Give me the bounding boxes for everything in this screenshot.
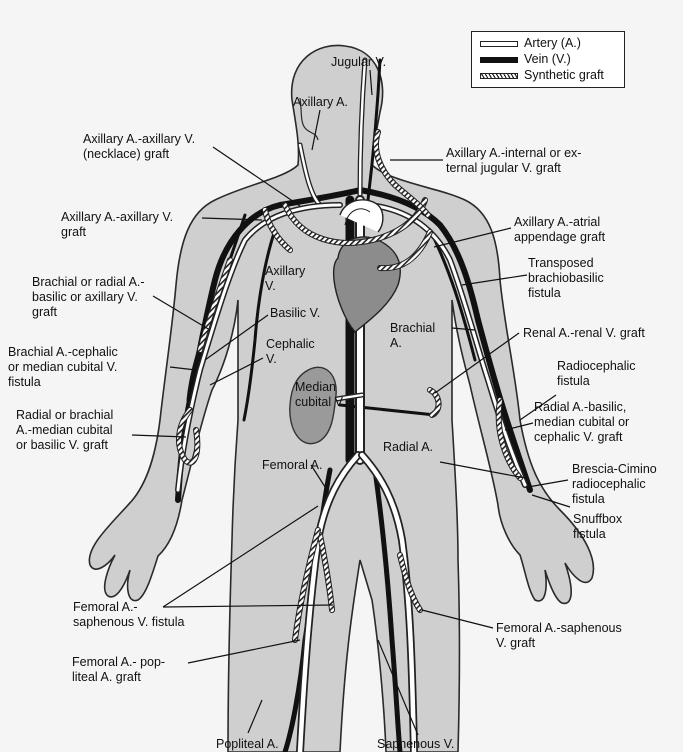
label-radial-a: Radial A. bbox=[383, 440, 433, 455]
label-brescia-cimino-fistula: Brescia-Cimino radiocephalic fistula bbox=[572, 462, 657, 507]
label-axillary-a: Axillary A. bbox=[293, 95, 348, 110]
label-brachial-cephalic-fistula: Brachial A.-cephalic or median cubital V… bbox=[8, 345, 118, 390]
artery-swatch bbox=[480, 41, 518, 47]
label-radial-basilic-graft: Radial A.-basilic, median cubital or cep… bbox=[534, 400, 629, 445]
label-femoral-saphenous-fistula: Femoral A.- saphenous V. fistula bbox=[73, 600, 184, 630]
legend: Artery (A.) Vein (V.) Synthetic graft bbox=[471, 31, 625, 88]
label-axillary-v: Axillary V. bbox=[265, 264, 305, 294]
label-femoral-a: Femoral A. bbox=[262, 458, 322, 473]
label-cephalic-v: Cephalic V. bbox=[266, 337, 315, 367]
label-jugular-v: Jugular V. bbox=[331, 55, 386, 70]
label-femoral-saphenous-graft: Femoral A.-saphenous V. graft bbox=[496, 621, 622, 651]
label-basilic-v: Basilic V. bbox=[270, 306, 320, 321]
label-transposed-brachiobasilic: Transposed brachiobasilic fistula bbox=[528, 256, 604, 301]
legend-label-artery: Artery (A.) bbox=[524, 36, 581, 50]
label-axillary-atrial-graft: Axillary A.-atrial appendage graft bbox=[514, 215, 605, 245]
legend-label-vein: Vein (V.) bbox=[524, 52, 571, 66]
label-popliteal-a: Popliteal A. bbox=[216, 737, 279, 752]
graft-swatch bbox=[480, 73, 518, 79]
label-axillary-axillary-necklace-graft: Axillary A.-axillary V. (necklace) graft bbox=[83, 132, 195, 162]
label-snuffbox-fistula: Snuffbox fistula bbox=[573, 512, 622, 542]
label-renal-graft: Renal A.-renal V. graft bbox=[523, 326, 645, 341]
label-femoral-popliteal-graft: Femoral A.- pop- liteal A. graft bbox=[72, 655, 165, 685]
vein-swatch bbox=[480, 57, 518, 63]
label-axillary-jugular-graft: Axillary A.-internal or ex- ternal jugul… bbox=[446, 146, 581, 176]
label-saphenous-v: Saphenous V. bbox=[377, 737, 454, 752]
label-axillary-axillary-graft: Axillary A.-axillary V. graft bbox=[61, 210, 173, 240]
label-brachial-radial-basilic-graft: Brachial or radial A.- basilic or axilla… bbox=[32, 275, 145, 320]
legend-label-graft: Synthetic graft bbox=[524, 68, 604, 82]
label-radiocephalic-fistula: Radiocephalic fistula bbox=[557, 359, 636, 389]
label-radial-brachial-median-graft: Radial or brachial A.-median cubital or … bbox=[16, 408, 113, 453]
label-median-cubital-v: Median cubital V. bbox=[295, 380, 345, 410]
label-brachial-a: Brachial A. bbox=[390, 321, 435, 351]
